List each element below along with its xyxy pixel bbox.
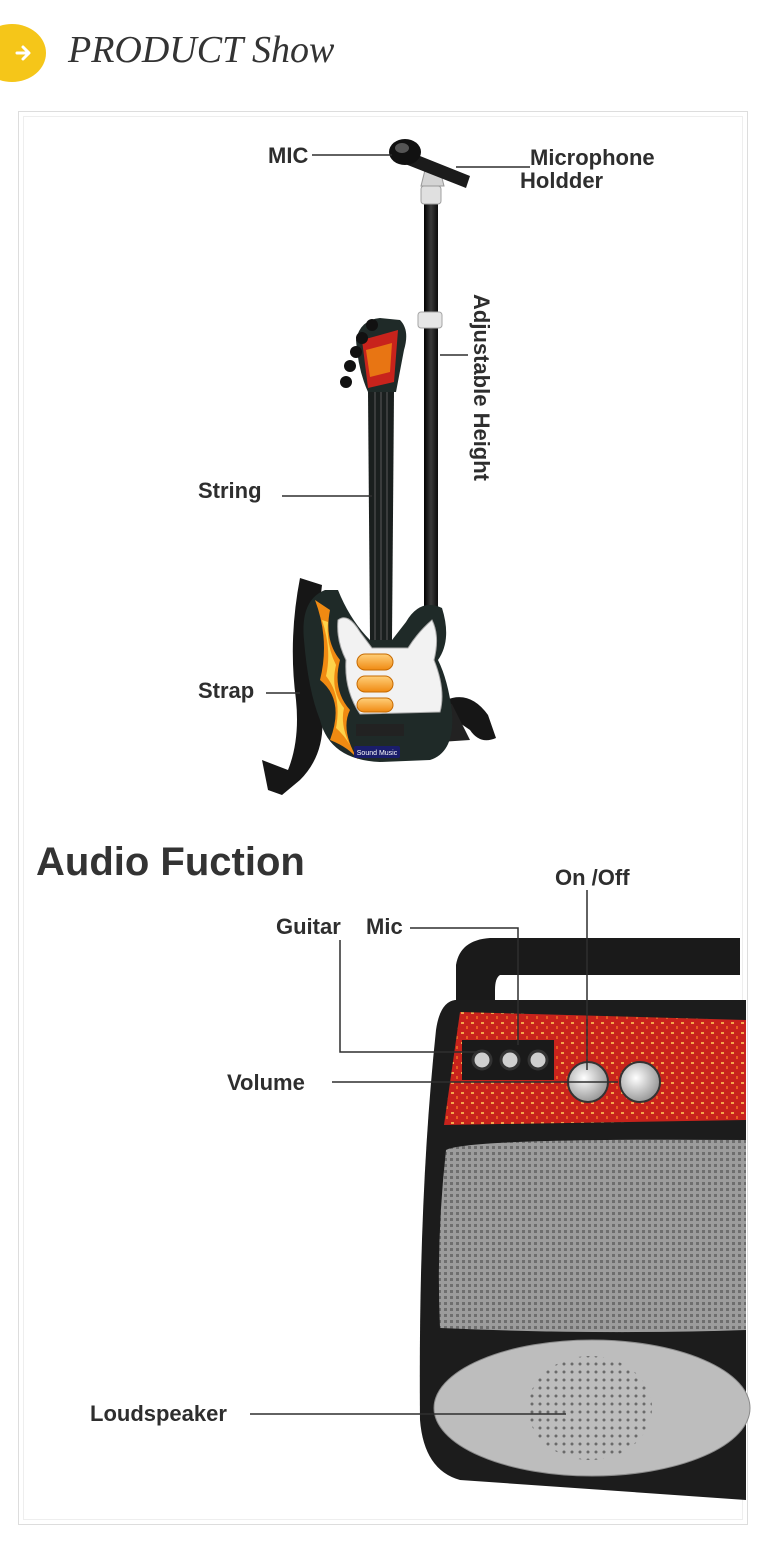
arrow-right-icon <box>15 45 31 61</box>
label-microphone-holder-line1: Microphone <box>530 145 655 170</box>
label-guitar: Guitar <box>276 914 341 939</box>
toy-guitar: Sound Music <box>262 318 453 795</box>
amplifier <box>419 938 751 1500</box>
label-volume: Volume <box>227 1070 305 1095</box>
label-mic: MIC <box>268 143 309 168</box>
label-microphone-holder-line2: Holdder <box>520 168 604 193</box>
microphone-icon <box>389 139 470 188</box>
label-on-off: On /Off <box>555 865 630 890</box>
label-string: String <box>198 478 262 503</box>
product-frame-inner <box>23 116 743 1520</box>
audio-section-heading: Audio Fuction <box>36 840 305 884</box>
tuning-pegs <box>340 319 378 388</box>
volume-knob <box>619 1061 661 1103</box>
label-loudspeaker: Loudspeaker <box>90 1401 227 1426</box>
label-mic-input: Mic <box>366 914 403 939</box>
label-adjustable-height: Adjustable Height <box>469 294 494 482</box>
guitar-leader-lines <box>266 154 530 694</box>
page-header: PRODUCT Show <box>0 0 770 100</box>
label-strap: Strap <box>198 678 255 703</box>
audio-leader-lines <box>250 890 618 1415</box>
guitar-brand-text: Sound Music <box>357 750 398 757</box>
page-title: PRODUCT Show <box>68 29 335 71</box>
mic-stand <box>389 139 496 742</box>
